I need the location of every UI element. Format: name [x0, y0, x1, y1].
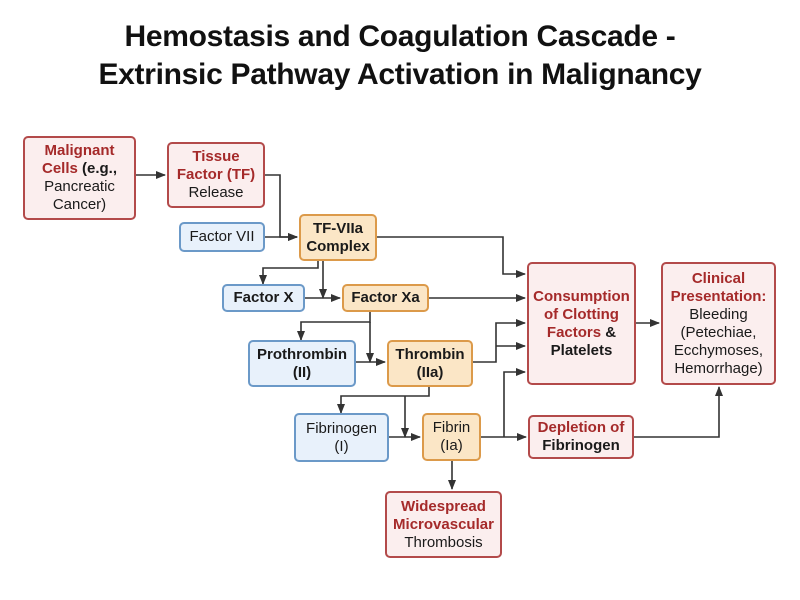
clinical-line-1: Clinical: [691, 269, 746, 287]
clinical-line-5: Ecchymoses,: [673, 341, 764, 359]
diagram-title: Hemostasis and Coagulation Cascade - Ext…: [0, 18, 800, 94]
depletion-box: Depletion of Fibrinogen: [528, 415, 634, 459]
depletion-line-1: Depletion of: [537, 419, 625, 436]
consumption-box: Consumption of Clotting Factors & Platel…: [527, 262, 636, 385]
malignant-cells-line-3: Pancreatic: [44, 178, 115, 195]
factor-x-box: Factor X: [222, 284, 305, 312]
thrombin-box: Thrombin (IIa): [387, 340, 473, 387]
malignant-cells-line-1: Malignant: [44, 142, 115, 159]
factor-vii-box: Factor VII: [179, 222, 265, 252]
tissue-factor-line-2: Factor (TF): [176, 166, 256, 183]
malignant-cells-line-2b: (e.g.,: [77, 160, 118, 177]
clinical-line-2: Presentation:: [670, 287, 767, 305]
consumption-line-3b: &: [601, 323, 617, 341]
thrombosis-line-3: Thrombosis: [404, 533, 483, 551]
title-line-2: Extrinsic Pathway Activation in Malignan…: [98, 58, 702, 91]
thrombosis-box: Widespread Microvascular Thrombosis: [385, 491, 502, 558]
tissue-factor-line-1: Tissue: [192, 148, 240, 165]
malignant-cells-line-2a: Cells: [41, 160, 78, 177]
factor-xa-box: Factor Xa: [342, 284, 429, 312]
arrow-xa-to-prothrombin: [297, 311, 371, 341]
arrow-tf-to-tfviia: [265, 174, 298, 241]
thrombin-line-1: Thrombin: [395, 345, 465, 363]
fibrin-box: Fibrin (Ia): [422, 413, 481, 461]
factor-x-label: Factor X: [233, 289, 294, 306]
clinical-presentation-box: Clinical Presentation: Bleeding (Petechi…: [661, 262, 776, 385]
depletion-line-2: Fibrinogen: [542, 437, 620, 454]
clinical-line-3: Bleeding: [689, 305, 748, 323]
tf-viia-line-1: TF-VIIa: [312, 219, 363, 237]
fibrinogen-box: Fibrinogen (I): [294, 413, 389, 462]
fibrin-line-1: Fibrin: [432, 419, 471, 436]
malignant-cells-line-4: Cancer): [52, 196, 107, 213]
factor-vii-label: Factor VII: [189, 228, 255, 245]
arrow-thrombin-to-fibrinogen: [337, 386, 430, 414]
fibrin-line-2: (Ia): [440, 437, 463, 454]
thrombin-line-2: (IIa): [416, 363, 444, 381]
arrow-tfviia-to-factorx: [259, 261, 319, 285]
clinical-line-6: Hemorrhage): [674, 359, 763, 377]
arrow-tfviia-to-consumption: [377, 236, 526, 278]
arrow-thrombin-to-consumption-upper: [473, 319, 526, 363]
tf-viia-line-2: Complex: [306, 237, 370, 255]
factor-xa-label: Factor Xa: [351, 289, 420, 306]
tissue-factor-line-3: Release: [188, 184, 244, 201]
consumption-line-4: Platelets: [550, 341, 613, 359]
consumption-line-2: of Clotting: [544, 305, 619, 323]
fibrinogen-line-2: (I): [334, 437, 349, 455]
title-line-1: Hemostasis and Coagulation Cascade -: [124, 20, 676, 53]
arrow-fibrin-to-consumption: [503, 368, 526, 437]
prothrombin-line-2: (II): [292, 363, 312, 381]
prothrombin-box: Prothrombin (II): [248, 340, 356, 387]
prothrombin-line-1: Prothrombin: [257, 345, 347, 363]
tissue-factor-box: Tissue Factor (TF) Release: [167, 142, 265, 208]
thrombosis-line-2: Microvascular: [393, 515, 494, 533]
clinical-line-4: (Petechiae,: [680, 323, 757, 341]
arrow-depletion-to-clinical: [634, 386, 723, 438]
consumption-line-3a: Factors: [546, 323, 602, 341]
thrombosis-line-1: Widespread: [401, 497, 486, 515]
malignant-cells-box: Malignant Cells (e.g., Pancreatic Cancer…: [23, 136, 136, 220]
tf-viia-complex-box: TF-VIIa Complex: [299, 214, 377, 261]
consumption-line-1: Consumption: [533, 287, 630, 305]
fibrinogen-line-1: Fibrinogen: [306, 419, 377, 437]
